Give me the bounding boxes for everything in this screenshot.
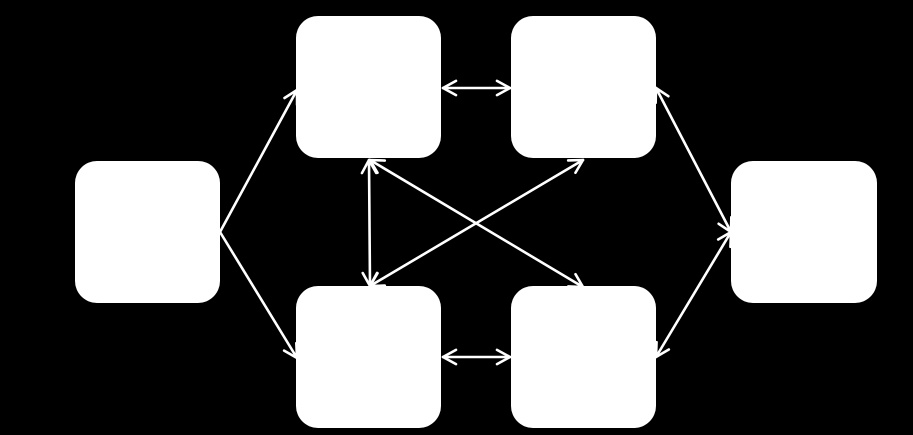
edge-bottom-middle-right-to-right — [654, 230, 733, 359]
edge-left-to-top-middle-left — [218, 88, 299, 234]
node-bottom-middle-left — [296, 286, 441, 428]
arrow-head-start — [368, 158, 387, 175]
edge-line — [218, 230, 299, 360]
edges-layer — [218, 79, 733, 366]
node-left — [75, 161, 220, 303]
edge-bottom-middle-left-to-bottom-middle-right — [441, 348, 512, 366]
edge-line — [367, 158, 372, 288]
arrow-head-end — [495, 79, 512, 97]
edge-line — [218, 88, 299, 234]
node-right — [731, 161, 877, 303]
edge-left-to-bottom-middle-left — [218, 230, 299, 360]
node-bottom-middle-right — [511, 286, 656, 428]
arrow-head-end — [566, 158, 585, 175]
edge-top-middle-left-to-top-middle-right — [441, 79, 512, 97]
edge-line — [654, 230, 733, 359]
arrow-head-start — [441, 79, 458, 97]
node-top-middle-right — [511, 16, 656, 158]
edge-line — [654, 86, 733, 234]
edge-top-middle-right-to-right — [654, 86, 733, 234]
arrow-head-start — [441, 348, 458, 366]
arrow-head-end — [495, 348, 512, 366]
node-top-middle-left — [296, 16, 441, 158]
edge-line — [368, 158, 585, 288]
nodes-layer — [75, 16, 877, 428]
edge-top-middle-left-to-bottom-middle-left — [360, 158, 379, 288]
